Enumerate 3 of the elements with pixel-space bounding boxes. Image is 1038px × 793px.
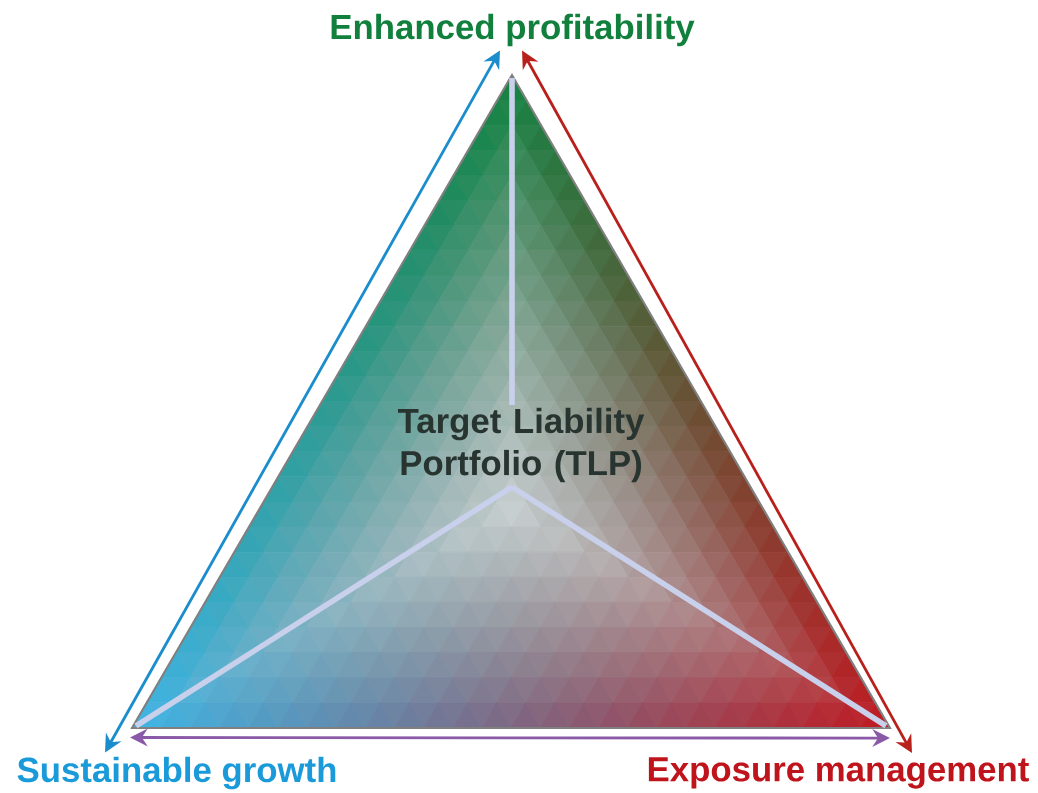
vertex-label: Exposure management bbox=[648, 757, 1029, 789]
vertex-label: Enhanced profitability bbox=[331, 13, 695, 47]
vertex-label: Sustainable growth bbox=[17, 756, 336, 790]
